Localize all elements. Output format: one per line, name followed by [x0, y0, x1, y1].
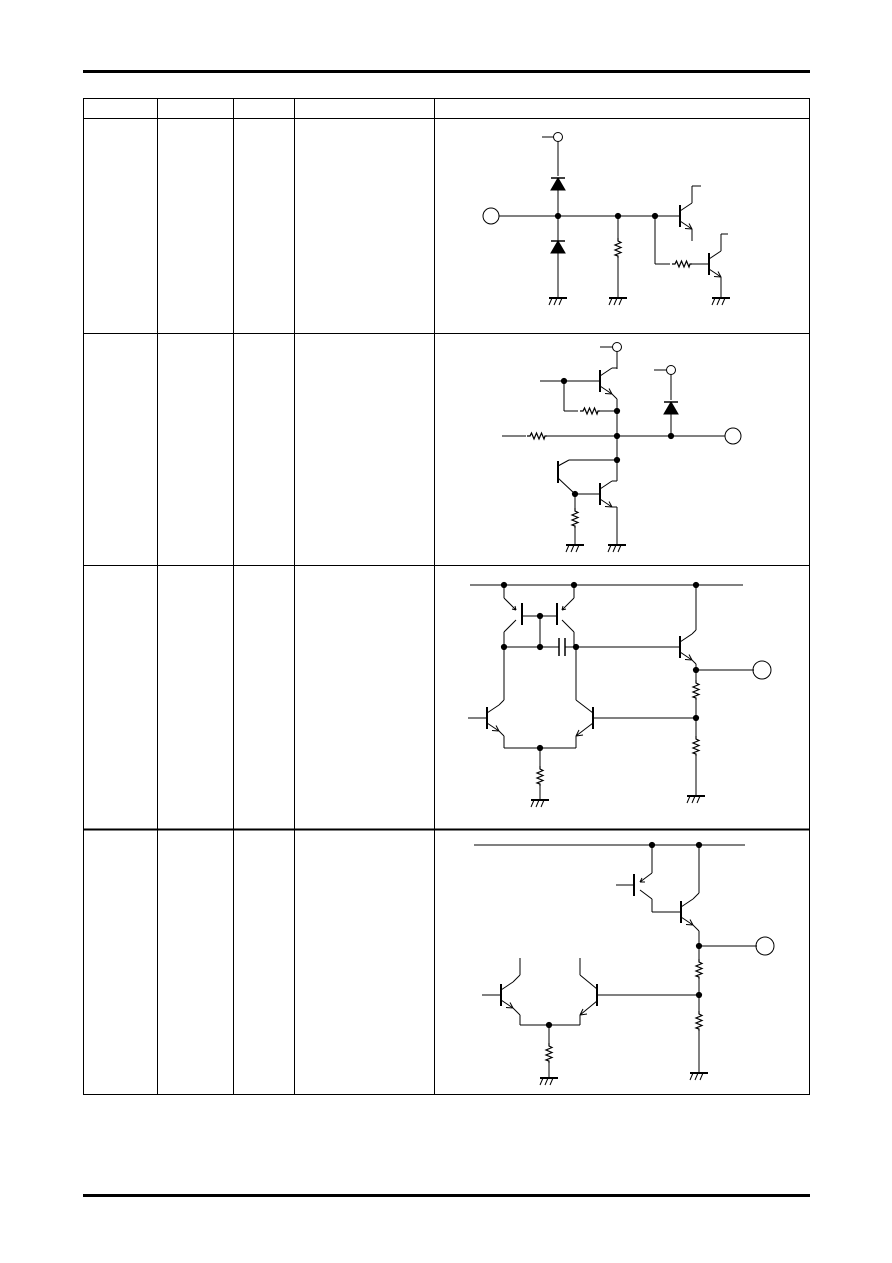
- top-rule: [83, 70, 810, 73]
- table-grid: [83, 98, 810, 1095]
- bottom-rule: [83, 1194, 810, 1197]
- circuit-diagram-3: [468, 581, 772, 808]
- circuit-diagram-1: [482, 132, 731, 306]
- circuit-diagram-2: [502, 342, 742, 553]
- circuit-diagram-4: [474, 841, 775, 1086]
